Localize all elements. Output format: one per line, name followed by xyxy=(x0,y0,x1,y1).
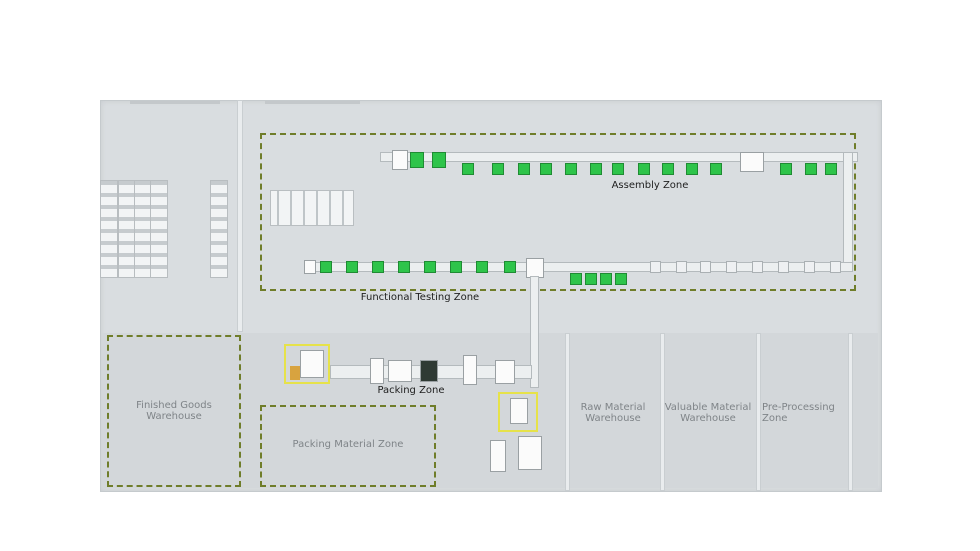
packing-machine xyxy=(495,360,515,384)
testing-station xyxy=(372,261,384,273)
workstation xyxy=(490,440,506,472)
assembly-machine xyxy=(392,150,408,170)
finished-goods-label: Finished Goods Warehouse xyxy=(136,400,212,422)
assembly-station xyxy=(590,163,602,175)
packing-machine xyxy=(420,360,438,382)
assembly-station xyxy=(565,163,577,175)
storage-rack xyxy=(150,180,168,278)
assembly-station xyxy=(638,163,650,175)
vertical-conveyor xyxy=(530,276,539,388)
assembly-conveyor-top xyxy=(380,152,858,162)
testing-station xyxy=(320,261,332,273)
raw-material-label: Raw Material Warehouse xyxy=(580,402,646,424)
assembly-conveyor-right xyxy=(843,152,853,272)
assembly-station xyxy=(780,163,792,175)
testing-station xyxy=(424,261,436,273)
empty-bench xyxy=(778,261,789,273)
assembly-station xyxy=(492,163,504,175)
testing-conveyor-bottom xyxy=(305,262,853,272)
partition-wall xyxy=(237,100,243,332)
assembly-station xyxy=(612,163,624,175)
testing-station xyxy=(398,261,410,273)
assembly-station xyxy=(540,163,552,175)
assembly-zone-label: Assembly Zone xyxy=(611,180,689,191)
robot-arm xyxy=(510,398,528,424)
packing-machine xyxy=(463,355,477,385)
packing-material-zone xyxy=(260,405,436,487)
packing-robot-cell xyxy=(284,344,330,384)
packing-zone-label: Packing Zone xyxy=(377,385,445,396)
packing-material-label: Packing Material Zone xyxy=(292,439,404,450)
finished-goods-warehouse xyxy=(107,335,241,487)
testing-station xyxy=(346,261,358,273)
top-edge-marking xyxy=(130,101,220,104)
assembly-testing-zone-outline xyxy=(260,133,856,291)
assembly-station xyxy=(686,163,698,175)
pre-processing-label: Pre-Processing Zone xyxy=(762,402,835,424)
packing-machine xyxy=(388,360,412,382)
transfer-unit xyxy=(526,258,544,278)
assembly-station xyxy=(710,163,722,175)
testing-machine xyxy=(304,260,316,274)
packing-machine xyxy=(370,358,384,384)
warehouse-divider xyxy=(660,333,665,491)
assembly-station xyxy=(570,273,582,285)
packing-robot xyxy=(300,350,324,378)
testing-bench-grid xyxy=(270,190,354,226)
assembly-station xyxy=(518,163,530,175)
empty-bench xyxy=(804,261,815,273)
empty-bench xyxy=(676,261,687,273)
assembly-station xyxy=(825,163,837,175)
valuable-material-label: Valuable Material Warehouse xyxy=(664,402,752,424)
robot-cell xyxy=(498,392,538,432)
assembly-station xyxy=(805,163,817,175)
storage-rack xyxy=(210,180,228,278)
empty-bench xyxy=(830,261,841,273)
storage-rack xyxy=(100,180,118,278)
testing-station xyxy=(476,261,488,273)
assembly-station xyxy=(615,273,627,285)
empty-bench xyxy=(700,261,711,273)
assembly-station xyxy=(585,273,597,285)
assembly-machine xyxy=(740,152,764,172)
empty-bench xyxy=(752,261,763,273)
empty-bench xyxy=(650,261,661,273)
palletizer xyxy=(518,436,542,470)
assembly-station xyxy=(662,163,674,175)
testing-station xyxy=(504,261,516,273)
warehouse-divider xyxy=(848,333,853,491)
warehouse-divider xyxy=(565,333,570,491)
top-edge-marking xyxy=(265,101,360,104)
assembly-station xyxy=(462,163,474,175)
assembly-station xyxy=(410,152,424,168)
packing-pallet xyxy=(290,366,300,380)
functional-testing-zone-label: Functional Testing Zone xyxy=(360,292,480,303)
assembly-station xyxy=(432,152,446,168)
empty-bench xyxy=(726,261,737,273)
testing-station xyxy=(450,261,462,273)
assembly-station xyxy=(600,273,612,285)
warehouse-divider xyxy=(756,333,761,491)
